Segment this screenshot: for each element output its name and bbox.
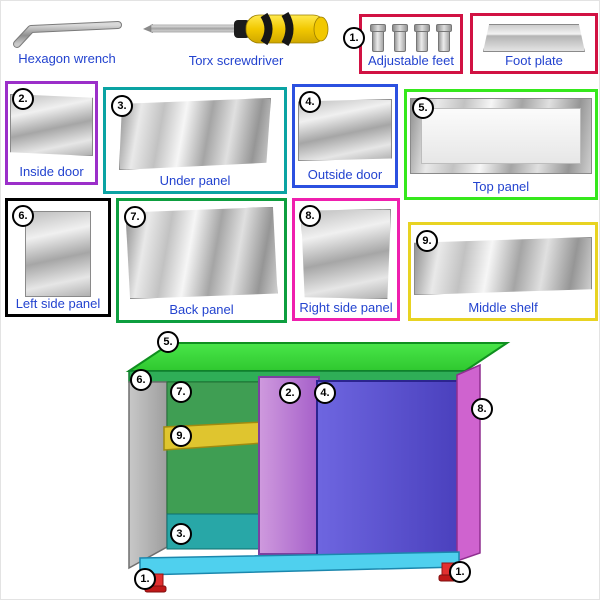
part-label-top-panel: Top panel <box>472 179 530 194</box>
under-panel-image <box>119 98 271 170</box>
left-side-panel-image <box>25 211 91 297</box>
torx-screwdriver-label: Torx screwdriver <box>188 53 284 68</box>
part-box-top-panel: 5. Top panel <box>404 89 598 200</box>
adjustable-feet-image <box>362 24 460 52</box>
part-label-adjustable-feet: Adjustable feet <box>367 53 454 68</box>
callout-5-top-panel: 5. <box>157 331 179 353</box>
part-label-foot-plate: Foot plate <box>505 53 563 68</box>
cabinet-top-panel <box>125 342 511 372</box>
foot-plate-image <box>483 24 585 52</box>
part-label-back-panel: Back panel <box>169 302 234 317</box>
part-box-middle-shelf: 9. Middle shelf <box>408 222 598 321</box>
callout-6-left-side: 6. <box>130 369 152 391</box>
hexagon-wrench-figure: Hexagon wrench <box>7 13 127 66</box>
foot-icon <box>392 24 408 52</box>
foot-icon <box>370 24 386 52</box>
part-label-outside-door: Outside door <box>307 167 383 182</box>
part-box-adjustable-feet: Adjustable feet <box>359 14 463 74</box>
callout-9-middle-shelf: 9. <box>170 425 192 447</box>
top-panel-image <box>410 98 592 174</box>
part-number-badge-4: 4. <box>299 91 321 113</box>
part-label-right-side-panel: Right side panel <box>299 300 393 315</box>
callout-7-back-panel: 7. <box>170 381 192 403</box>
foot-icon <box>414 24 430 52</box>
part-number-badge-9: 9. <box>416 230 438 252</box>
callout-3-under-panel: 3. <box>170 523 192 545</box>
callout-1-foot-left: 1. <box>134 568 156 590</box>
middle-shelf-image <box>414 237 592 295</box>
callout-4-outside-door: 4. <box>314 382 336 404</box>
foot-icon <box>436 24 452 52</box>
hexagon-wrench-icon <box>13 21 122 48</box>
part-box-outside-door: 4. Outside door <box>292 84 398 188</box>
part-box-back-panel: 7. Back panel <box>116 198 287 323</box>
torx-screwdriver-figure: Torx screwdriver <box>137 7 335 68</box>
cabinet-left-side-panel <box>128 381 168 570</box>
torx-screwdriver-icon <box>143 11 329 47</box>
part-label-middle-shelf: Middle shelf <box>468 300 538 315</box>
part-box-foot-plate: Foot plate <box>470 13 598 74</box>
part-label-inside-door: Inside door <box>19 164 84 179</box>
top-panel-inner-face <box>421 108 581 164</box>
part-box-right-side-panel: 8. Right side panel <box>292 198 400 321</box>
cabinet-bottom-rail <box>139 551 460 576</box>
part-box-inside-door: 2. Inside door <box>5 81 98 185</box>
callout-8-right-side: 8. <box>471 398 493 420</box>
assembled-cabinet-diagram <box>125 342 511 593</box>
hexagon-wrench-label: Hexagon wrench <box>18 51 116 66</box>
cabinet-right-side-panel <box>456 363 481 563</box>
part-box-left-side-panel: 6. Left side panel <box>5 198 111 317</box>
part-number-badge-2: 2. <box>12 88 34 110</box>
callout-1-foot-right: 1. <box>449 561 471 583</box>
part-number-badge-8: 8. <box>299 205 321 227</box>
part-number-badge-7: 7. <box>124 206 146 228</box>
cabinet-outside-door <box>316 380 460 560</box>
part-number-badge-5: 5. <box>412 97 434 119</box>
part-label-under-panel: Under panel <box>159 173 231 188</box>
callout-1-feet-box: 1. <box>343 27 365 49</box>
part-label-left-side-panel: Left side panel <box>15 296 101 311</box>
part-box-under-panel: 3. Under panel <box>103 87 287 194</box>
callout-2-inside-door: 2. <box>279 382 301 404</box>
part-number-badge-3: 3. <box>111 95 133 117</box>
part-number-badge-6: 6. <box>12 205 34 227</box>
back-panel-image <box>125 207 278 299</box>
